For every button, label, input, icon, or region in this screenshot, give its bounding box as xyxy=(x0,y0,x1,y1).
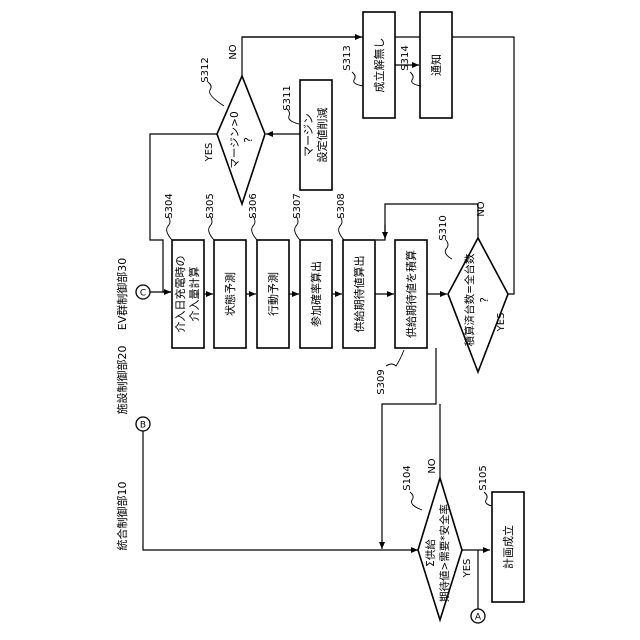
step-id-s307: S307 xyxy=(292,193,303,240)
svg-text:S104: S104 xyxy=(402,465,413,490)
label-s104-no: NO xyxy=(427,458,438,473)
svg-text:行動予測: 行動予測 xyxy=(266,272,280,316)
svg-text:マージン>0: マージン>0 xyxy=(229,111,241,168)
svg-text:S307: S307 xyxy=(292,193,303,218)
svg-text:参加確率算出: 参加確率算出 xyxy=(309,261,323,327)
svg-text:期待値>需要*安全率: 期待値>需要*安全率 xyxy=(438,504,451,602)
svg-text:S305: S305 xyxy=(205,193,216,218)
svg-text:積算済台数=全台数: 積算済台数=全台数 xyxy=(463,253,476,346)
svg-text:計画成立: 計画成立 xyxy=(501,525,515,569)
svg-text:介入量計算: 介入量計算 xyxy=(187,267,201,322)
step-id-s304: S304 xyxy=(164,193,175,240)
label-s312-no: NO xyxy=(228,44,239,59)
step-s311: マージン 設定値削減 xyxy=(300,80,332,190)
step-s305: 状態予測 xyxy=(214,240,246,348)
decision-s104: Σ供給 期待値>需要*安全率 xyxy=(418,478,462,620)
svg-text:状態予測: 状態予測 xyxy=(223,272,237,316)
label-s104-yes: YES xyxy=(462,559,473,579)
step-id-s313: S313 xyxy=(342,45,363,86)
step-id-s312: S312 xyxy=(200,57,224,106)
label-s310-no: NO xyxy=(476,201,487,216)
step-id-s309: S309 xyxy=(376,350,404,395)
decision-s310: 積算済台数=全台数 ? xyxy=(448,238,508,372)
svg-text:Σ供給: Σ供給 xyxy=(424,539,437,567)
svg-text:供給期待値算出: 供給期待値算出 xyxy=(352,256,366,333)
step-id-s308: S308 xyxy=(336,193,347,240)
step-s307: 参加確率算出 xyxy=(300,240,332,348)
header-ev-group-control: EV群制御部30 xyxy=(115,258,129,330)
svg-text:?: ? xyxy=(243,137,255,143)
svg-text:通知: 通知 xyxy=(429,54,443,76)
step-s304: 介入日充電時の 介入量計算 xyxy=(172,240,204,348)
svg-text:介入日充電時の: 介入日充電時の xyxy=(173,256,187,333)
svg-text:S105: S105 xyxy=(478,465,489,490)
svg-text:S314: S314 xyxy=(400,45,411,70)
step-s313: 成立解無し xyxy=(363,12,395,118)
step-id-s104: S104 xyxy=(402,465,422,510)
flow-line-b-to-s104 xyxy=(143,431,418,550)
label-s310-yes: YES xyxy=(496,313,507,333)
step-s105: 計画成立 xyxy=(492,492,524,602)
svg-text:S311: S311 xyxy=(282,85,293,110)
connector-a: A xyxy=(471,609,485,623)
svg-text:S306: S306 xyxy=(248,193,259,218)
svg-text:S308: S308 xyxy=(336,193,347,218)
step-s308: 供給期待値算出 xyxy=(343,240,375,348)
header-integrated-control: 統合制御部10 xyxy=(115,482,129,551)
svg-text:A: A xyxy=(475,613,482,623)
svg-text:マージン: マージン xyxy=(302,113,315,157)
header-facility-control: 施設制御部20 xyxy=(115,346,129,415)
connector-b: B xyxy=(136,417,150,431)
step-id-s305: S305 xyxy=(205,193,216,240)
svg-text:S309: S309 xyxy=(376,369,387,394)
label-s312-yes: YES xyxy=(204,143,215,163)
decision-s312: マージン>0 ? xyxy=(217,76,265,204)
step-id-s105: S105 xyxy=(478,465,492,506)
svg-text:設定値削減: 設定値削減 xyxy=(315,108,329,163)
connector-c: C xyxy=(136,285,150,299)
step-s314: 通知 xyxy=(420,12,452,118)
svg-text:供給期待値を積算: 供給期待値を積算 xyxy=(404,250,418,338)
step-id-s310: S310 xyxy=(438,215,452,259)
svg-text:?: ? xyxy=(479,297,491,303)
svg-text:C: C xyxy=(140,289,146,299)
svg-text:S310: S310 xyxy=(438,215,449,240)
svg-text:S304: S304 xyxy=(164,193,175,218)
step-s309: 供給期待値を積算 xyxy=(395,240,427,348)
step-s306: 行動予測 xyxy=(257,240,289,348)
step-id-s306: S306 xyxy=(248,193,259,240)
flow-line-s310-no xyxy=(376,204,478,240)
step-id-s314: S314 xyxy=(400,45,421,86)
svg-text:B: B xyxy=(140,421,146,431)
svg-text:S313: S313 xyxy=(342,45,353,70)
step-id-s311: S311 xyxy=(282,85,299,124)
svg-text:S312: S312 xyxy=(200,57,211,82)
svg-text:成立解無し: 成立解無し xyxy=(372,38,386,93)
